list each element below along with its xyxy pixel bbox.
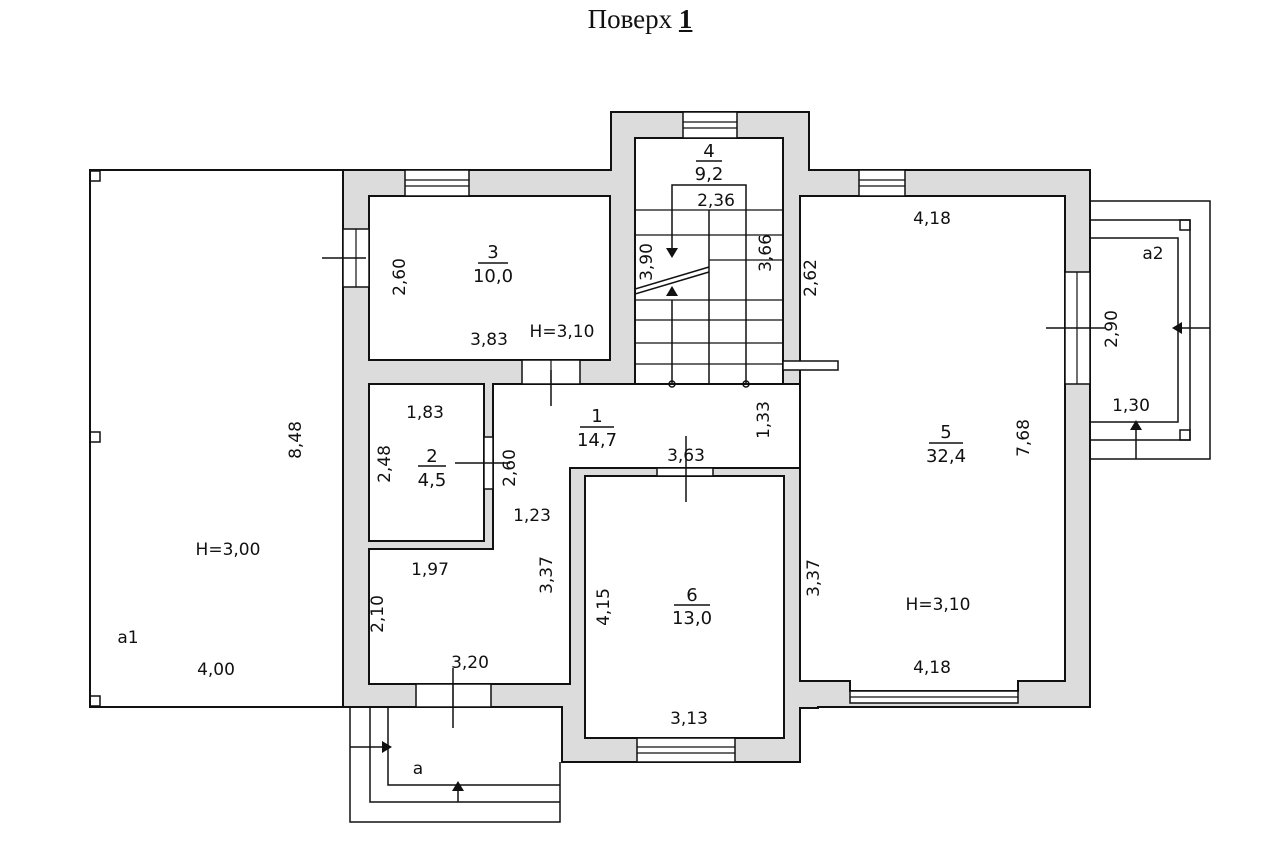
plan-title-prefix: Поверх xyxy=(587,4,673,34)
dim-room3-height: 2,60 xyxy=(390,258,410,296)
height-room-3: H=3,10 xyxy=(530,322,595,342)
porch-a xyxy=(349,707,561,823)
room-4-number: 4 xyxy=(703,141,714,162)
zone-a: а xyxy=(413,759,423,779)
room-5-number: 5 xyxy=(940,422,951,443)
dim-room5-bottom: 4,18 xyxy=(913,658,951,678)
room-2-area: 4,5 xyxy=(418,470,447,491)
zone-a2: а2 xyxy=(1142,244,1163,264)
dim-hall-top: 3,63 xyxy=(667,446,705,466)
vertical-dimensions: 8,48 2,60 2,48 2,60 2,10 3,37 1,33 3,90 … xyxy=(286,234,1122,633)
dim-porch-width: 1,30 xyxy=(1112,396,1150,416)
entry-markers xyxy=(322,257,1105,728)
terrace-post xyxy=(89,431,101,443)
room-6-number: 6 xyxy=(686,585,697,606)
room-labels: 3 10,0 4 9,2 1 14,7 2 4,5 5 32,4 6 13,0 xyxy=(418,141,966,629)
terrace-post xyxy=(89,170,101,182)
height-room-5: H=3,10 xyxy=(906,595,971,615)
dim-terrace-height: 8,48 xyxy=(286,421,306,459)
dim-hall-corridor-width: 1,23 xyxy=(513,506,551,526)
dim-room5-top: 4,18 xyxy=(913,209,951,229)
room-2-number: 2 xyxy=(426,446,437,467)
room-1-area: 14,7 xyxy=(577,430,617,451)
dim-stair-height-right: 3,66 xyxy=(756,234,776,272)
partition-stub xyxy=(782,360,839,371)
dim-terrace-width: 4,00 xyxy=(197,660,235,680)
dim-room2-width: 1,83 xyxy=(406,403,444,423)
terrace-a1 xyxy=(89,169,344,708)
porch-a2 xyxy=(1090,200,1211,460)
zone-a1: а1 xyxy=(117,628,138,648)
dim-stair-height-left: 3,90 xyxy=(637,243,657,281)
room-6-area: 13,0 xyxy=(672,608,712,629)
dim-hall-lower-bottom: 3,20 xyxy=(451,653,489,673)
staircase xyxy=(634,184,783,388)
dim-hall-right: 1,33 xyxy=(754,401,774,439)
room-6 xyxy=(584,475,785,739)
dim-hall-lower-width: 1,97 xyxy=(411,560,449,580)
plan-title: Поверх 1 xyxy=(0,4,1280,35)
dim-hall-lower-height: 2,10 xyxy=(368,595,388,633)
room-3 xyxy=(368,195,611,361)
room-3-area: 10,0 xyxy=(473,266,513,287)
dim-room5-right: 7,68 xyxy=(1014,419,1034,457)
dim-stair-width: 2,36 xyxy=(697,191,735,211)
room-1-number: 1 xyxy=(591,406,602,427)
dim-hall-corridor-height: 3,37 xyxy=(537,556,557,594)
dim-room6-bottom: 3,13 xyxy=(670,709,708,729)
windows xyxy=(404,111,1019,763)
room-5-area: 32,4 xyxy=(926,446,966,467)
dim-room3-width: 3,83 xyxy=(470,330,508,350)
dim-room5-left-top: 2,62 xyxy=(801,259,821,297)
dim-porch-height: 2,90 xyxy=(1102,310,1122,348)
floor-number: 1 xyxy=(678,4,693,34)
terrace-post xyxy=(89,695,101,707)
horizontal-dimensions: 4,00 3,83 1,83 1,97 3,20 1,23 3,63 2,36 … xyxy=(197,191,1150,729)
dim-room2-height: 2,48 xyxy=(375,445,395,483)
dim-room5-left-bottom: 3,37 xyxy=(804,559,824,597)
dim-room6-left: 4,15 xyxy=(594,588,614,626)
room-4-area: 9,2 xyxy=(695,164,724,185)
room-3-number: 3 xyxy=(487,242,498,263)
dim-hall-height-left: 2,60 xyxy=(500,449,520,487)
height-terrace: H=3,00 xyxy=(196,540,261,560)
